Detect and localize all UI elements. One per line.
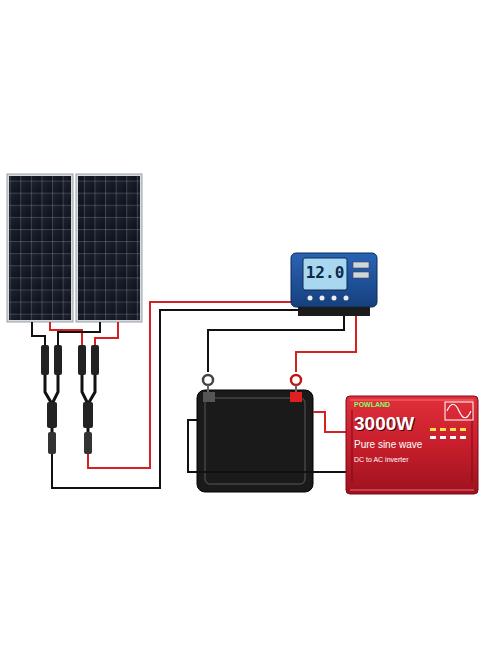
charge-controller [291,253,377,316]
red-wire [296,316,356,372]
usb-port [353,262,369,268]
panel-cells [78,176,140,320]
y-branch [82,375,95,404]
power-rating: 3000W [354,414,434,435]
brand-name: POWLAND [354,401,414,409]
button [308,296,313,301]
mc4-connector [78,345,86,375]
sine-symbol-frame [445,402,473,420]
panel-frame [76,174,142,322]
panel-frame [7,174,73,322]
lug-stem [208,385,296,392]
indicator-light [430,428,436,431]
sine-symbol [447,404,471,418]
mc4-connector [41,345,49,375]
connector-joint [52,428,88,432]
device-type: DC to AC inverter [354,456,434,464]
indicator-lights [430,428,466,439]
terminal-block [298,307,370,316]
mc4-connector [54,345,62,375]
inverter-rib [350,400,474,490]
indicator-light [460,436,466,439]
button [320,296,325,301]
usb-port [353,272,369,278]
indicator-light [460,428,466,431]
inverter-box: POWLAND 3000W Pure sine wave DC to AC inver… [346,396,478,494]
negative-terminal [203,392,215,402]
indicator-light [430,436,436,439]
panel-cells [9,176,71,320]
indicator-light [440,436,446,439]
inverter-wires [188,412,346,472]
indicator-light [440,428,446,431]
red-wire [313,412,346,432]
ring-lug [203,375,213,385]
lcd-screen [303,258,347,290]
button [332,296,337,301]
waveform-label: Pure sine wave [354,439,434,450]
solar-panels [7,174,142,322]
battery-body [197,390,313,492]
mc4-connector [83,402,93,428]
indicator-light [450,428,456,431]
red-wire [95,322,118,345]
mc4-connector [91,345,99,375]
mc4-connector [47,402,57,428]
inverter-rib [352,410,472,482]
panel-leads [32,322,118,345]
y-branch [45,375,58,404]
mc4-connectors [41,345,99,454]
ring-lug [291,375,301,385]
black-wire [188,420,346,472]
button [344,296,349,301]
inverter [346,396,478,494]
battery-wires [208,316,356,372]
mc4-connector [48,432,56,454]
battery [197,375,313,492]
mc4-connector [84,432,92,454]
charge-controller-display: 12.0 [303,258,347,290]
inverter-body [346,396,478,494]
black-wire [32,322,45,345]
controller-body [291,253,377,307]
black-wire [208,316,344,372]
indicator-light [450,436,456,439]
red-wire [50,322,82,345]
black-wire [58,322,100,345]
positive-terminal [290,392,302,402]
display-reading: 12.0 [303,264,347,282]
